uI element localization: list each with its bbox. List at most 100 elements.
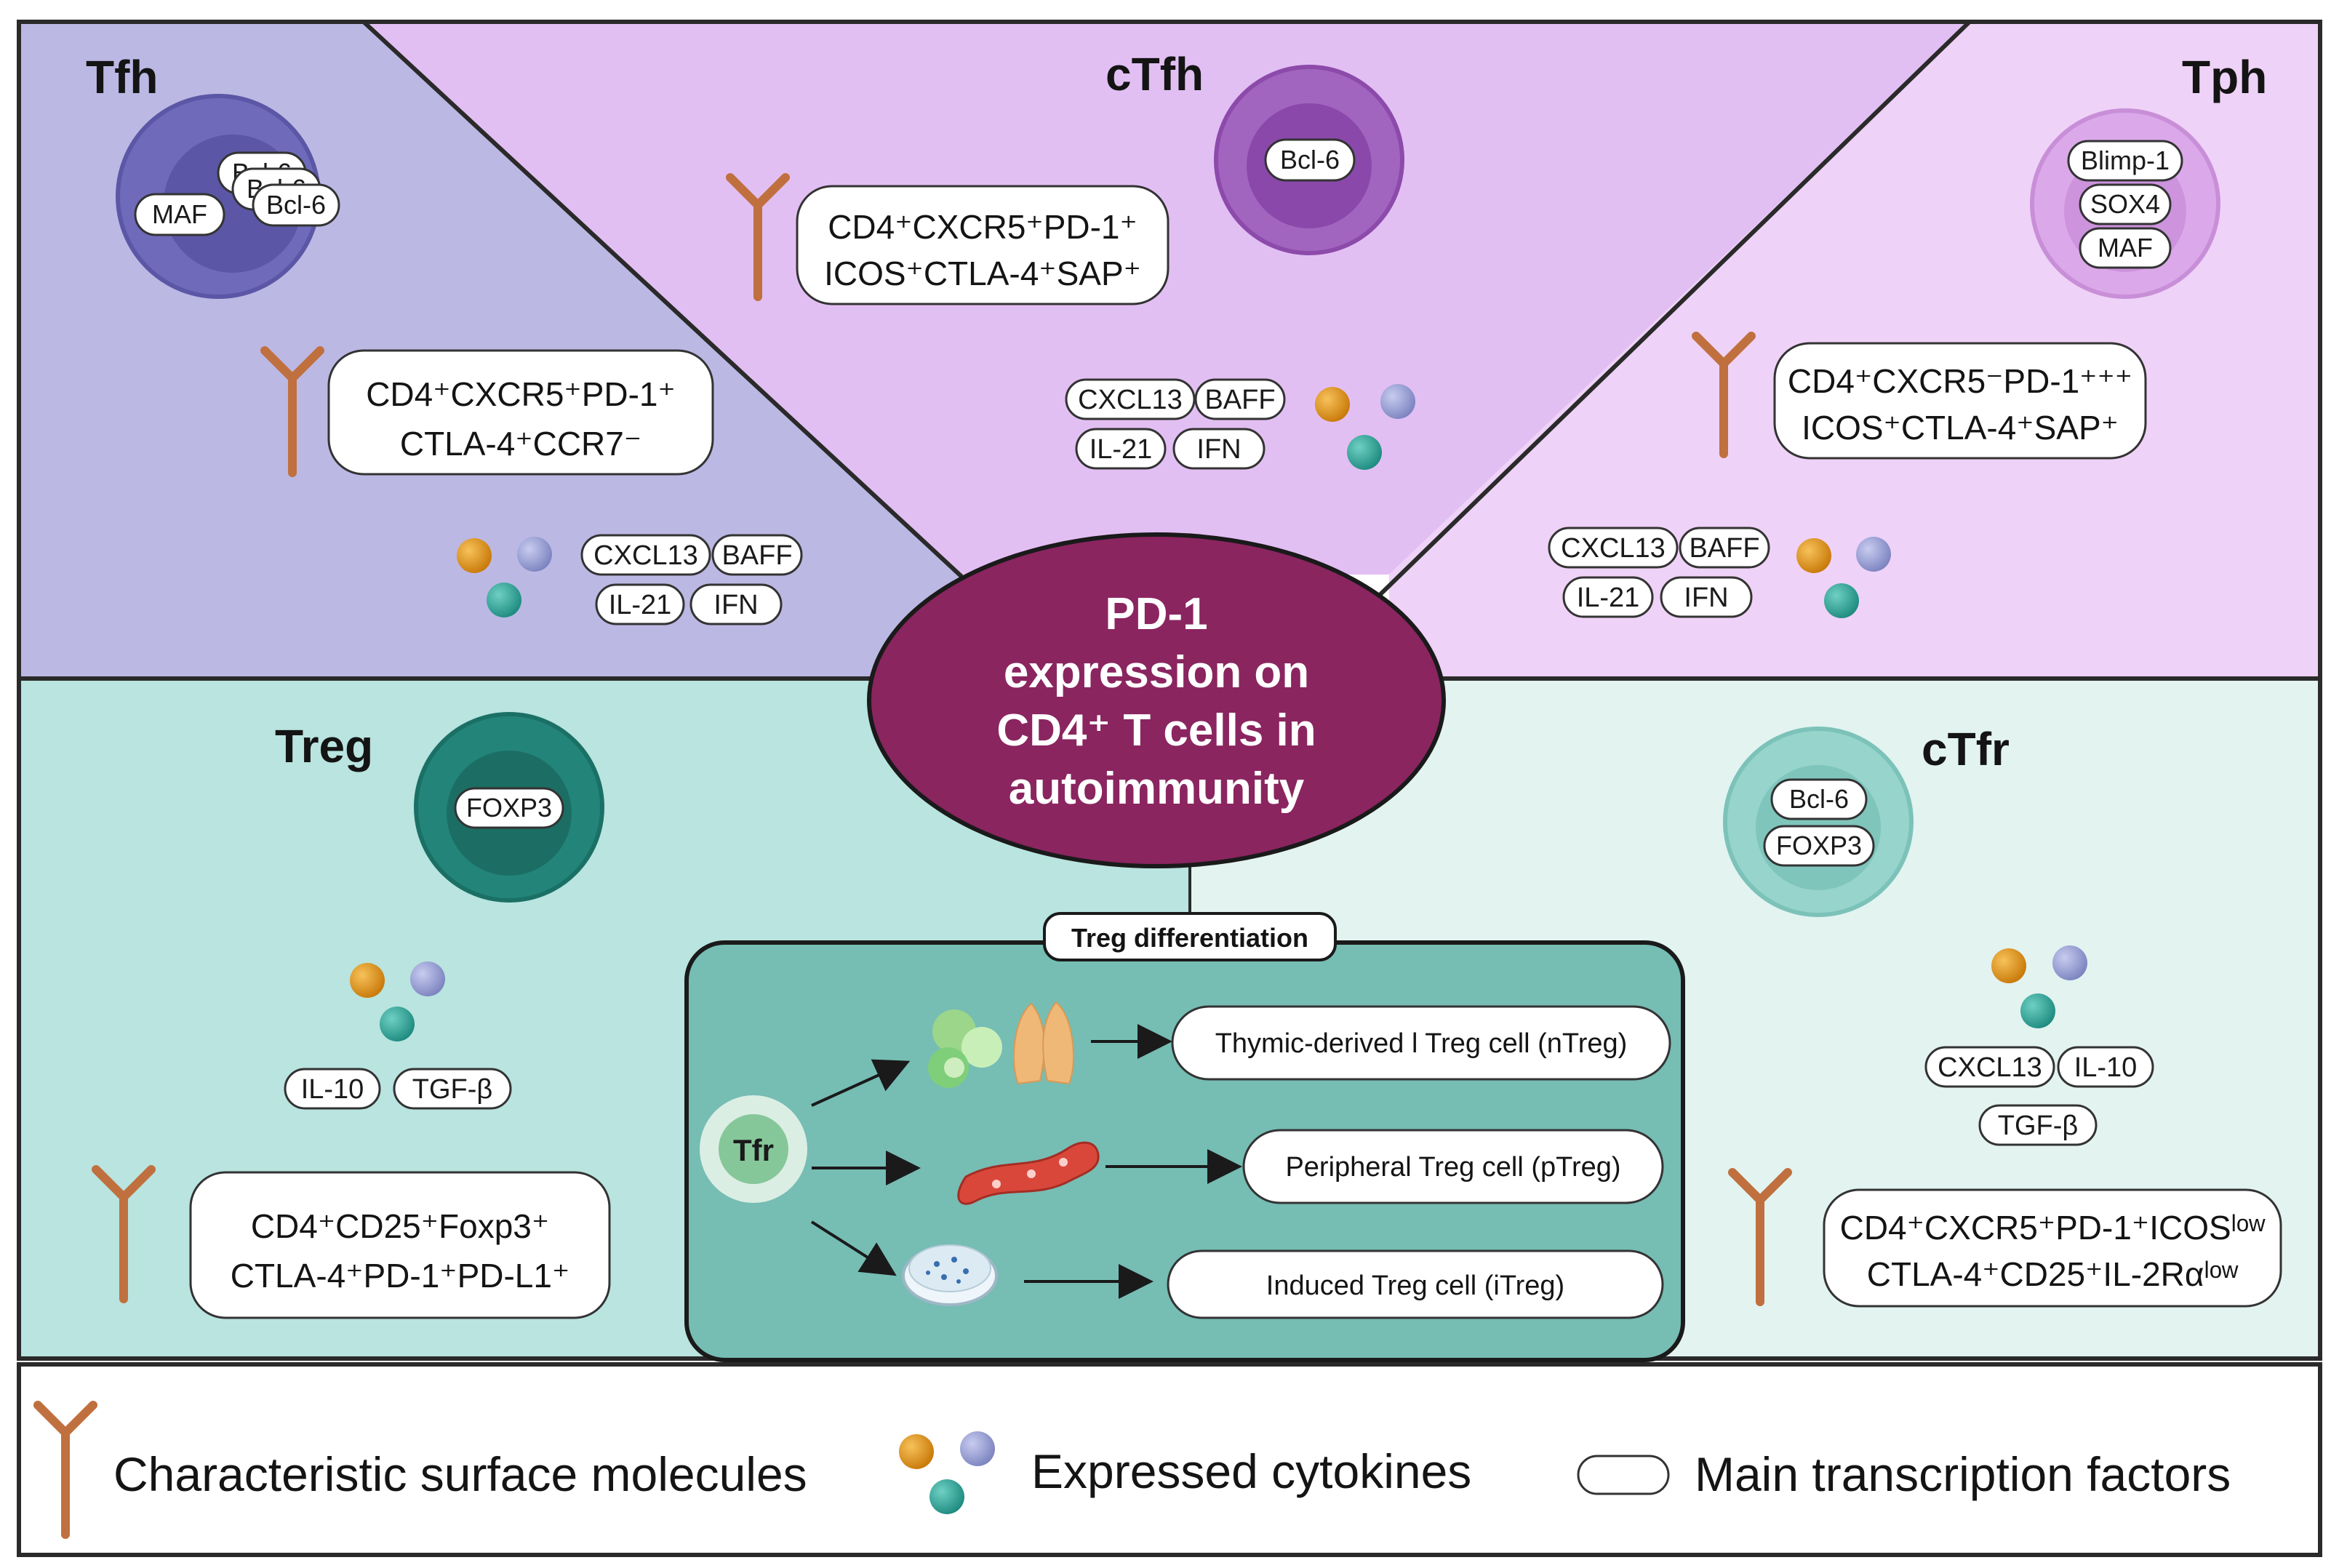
cytokine-pill: CXCL13 <box>1924 1046 2055 1088</box>
svg-text:TGF-β: TGF-β <box>1998 1111 2079 1141</box>
ctfh-section: cTfh Bcl-6 CD4⁺CXCR5⁺PD-1⁺ ICOS⁺CTLA-4⁺S… <box>726 48 1415 470</box>
svg-text:CD4⁺CXCR5⁻PD-1⁺⁺⁺: CD4⁺CXCR5⁻PD-1⁺⁺⁺ <box>1788 362 2132 400</box>
differentiation-title: Treg differentiation <box>1071 923 1308 953</box>
legend-tfs-label: Main transcription factors <box>1695 1447 2231 1501</box>
ctfh-title: cTfh <box>1105 48 1204 100</box>
output-ptreg: Peripheral Treg cell (pTreg) <box>1242 1129 1664 1204</box>
cytokine-pill: CXCL13 <box>1065 378 1196 420</box>
svg-text:IFN: IFN <box>713 590 758 620</box>
cell-icon <box>1723 727 1914 917</box>
center-line-4: autoimmunity <box>1009 764 1305 814</box>
petri-dish-icon <box>902 1244 998 1306</box>
svg-text:CXCL13: CXCL13 <box>593 540 698 571</box>
legend: Characteristic surface molecules Express… <box>17 1362 2322 1557</box>
cytokine-dots-icon <box>1796 537 1891 618</box>
cytokine-pill: CXCL13 <box>1548 527 1679 569</box>
cytokine-dots-icon <box>457 537 552 617</box>
cytokine-pill: IFN <box>1172 428 1266 470</box>
svg-text:IL-10: IL-10 <box>2074 1052 2138 1083</box>
ctfh-region <box>364 22 1970 575</box>
svg-text:Blimp-1: Blimp-1 <box>2081 145 2170 175</box>
svg-text:FOXP3: FOXP3 <box>466 793 552 823</box>
cytokine-dots-icon <box>899 1431 995 1514</box>
legend-surface-label: Characteristic surface molecules <box>113 1447 807 1501</box>
svg-text:CXCL13: CXCL13 <box>1938 1052 2042 1083</box>
antibody-icon <box>33 1401 97 1539</box>
tf-pill: Bcl-6 <box>1264 138 1356 182</box>
svg-text:Bcl-6: Bcl-6 <box>266 190 326 220</box>
tfh-section: Tfh Bcl-6 Bcl-6 Bcl-6 MAF CD4⁺CXCR5 <box>86 51 803 625</box>
svg-text:ICOS⁺CTLA-4⁺SAP⁺: ICOS⁺CTLA-4⁺SAP⁺ <box>1802 409 2119 447</box>
tf-pill: MAF <box>134 193 225 236</box>
center-line-1: PD-1 <box>1105 589 1207 639</box>
svg-text:Thymic-derived l Treg cell (nT: Thymic-derived l Treg cell (nTreg) <box>1215 1028 1628 1059</box>
svg-text:IFN: IFN <box>1196 434 1241 465</box>
svg-text:MAF: MAF <box>2098 233 2153 263</box>
svg-text:CTLA-4⁺CD25⁺IL-2Rαˡᵒʷ: CTLA-4⁺CD25⁺IL-2Rαˡᵒʷ <box>1867 1255 2239 1293</box>
svg-text:IFN: IFN <box>1684 583 1728 613</box>
ctfr-section: cTfr Bcl-6 FOXP3 CXCL13 IL-10 TGF-β CD4⁺… <box>1723 723 2282 1308</box>
svg-text:IL-21: IL-21 <box>609 590 672 620</box>
tph-section: Tph Blimp-1 SOX4 MAF CD4⁺CXCR5⁻PD-1⁺⁺⁺ I… <box>1548 51 2267 618</box>
output-itreg: Induced Treg cell (iTreg) <box>1167 1249 1664 1319</box>
svg-text:Induced Treg cell (iTreg): Induced Treg cell (iTreg) <box>1266 1271 1564 1301</box>
tfr-cell: Tfr <box>700 1095 807 1203</box>
svg-text:CD4⁺CXCR5⁺PD-1⁺: CD4⁺CXCR5⁺PD-1⁺ <box>828 208 1137 246</box>
thymus-icon <box>928 1001 1074 1088</box>
svg-text:BAFF: BAFF <box>1689 533 1759 564</box>
svg-text:CTLA-4⁺CCR7⁻: CTLA-4⁺CCR7⁻ <box>400 425 641 463</box>
treg-title: Treg <box>275 720 373 772</box>
cytokine-dots-icon <box>350 961 445 1041</box>
tf-pill: MAF <box>2079 227 2172 269</box>
svg-text:Bcl-6: Bcl-6 <box>1789 784 1849 814</box>
tph-title: Tph <box>2182 51 2267 103</box>
svg-text:IL-21: IL-21 <box>1577 583 1640 613</box>
tf-pill: FOXP3 <box>1763 825 1875 867</box>
svg-text:BAFF: BAFF <box>721 540 792 571</box>
cytokine-dots-icon <box>1991 945 2087 1028</box>
svg-text:BAFF: BAFF <box>1204 385 1275 415</box>
antibody-icon <box>1692 332 1756 458</box>
cytokine-pill: IL-10 <box>284 1068 381 1110</box>
tf-pill-legend-icon <box>1577 1455 1670 1495</box>
output-ntreg: Thymic-derived l Treg cell (nTreg) <box>1171 1005 1671 1081</box>
antibody-icon <box>260 346 324 477</box>
cytokine-pill: IFN <box>689 583 783 625</box>
cytokine-pill: IL-10 <box>2057 1046 2154 1088</box>
surface-marker-box: CD4⁺CXCR5⁺PD-1⁺ CTLA-4⁺CCR7⁻ <box>327 349 714 476</box>
svg-text:CTLA-4⁺PD-1⁺PD-L1⁺: CTLA-4⁺PD-1⁺PD-L1⁺ <box>231 1257 570 1295</box>
surface-marker-box: CD4⁺CXCR5⁺PD-1⁺ ICOS⁺CTLA-4⁺SAP⁺ <box>796 185 1170 305</box>
cytokine-dots-icon <box>1315 384 1415 470</box>
cytokine-pill: CXCL13 <box>580 534 711 576</box>
tf-pill: SOX4 <box>2079 183 2172 225</box>
antibody-icon <box>1728 1168 1792 1306</box>
tf-pill: Blimp-1 <box>2067 140 2183 182</box>
cytokine-pill: IFN <box>1660 576 1753 618</box>
treg-section: Treg FOXP3 IL-10 TGF-β CD4⁺CD25⁺Foxp3⁺ C… <box>92 712 611 1319</box>
center-ellipse: PD-1 expression on CD4⁺ T cells in autoi… <box>867 532 1446 868</box>
svg-text:Tfr: Tfr <box>733 1133 774 1167</box>
ctfr-title: cTfr <box>1922 723 2010 775</box>
surface-marker-box: CD4⁺CXCR5⁺PD-1⁺ICOSˡᵒʷ CTLA-4⁺CD25⁺IL-2R… <box>1823 1188 2282 1308</box>
svg-text:FOXP3: FOXP3 <box>1776 831 1862 860</box>
cytokine-pill: BAFF <box>711 534 803 576</box>
cell-icon <box>116 94 321 299</box>
surface-marker-box: CD4⁺CXCR5⁻PD-1⁺⁺⁺ ICOS⁺CTLA-4⁺SAP⁺ <box>1773 342 2147 460</box>
cytokine-pill: BAFF <box>1679 527 1770 569</box>
svg-text:CD4⁺CD25⁺Foxp3⁺: CD4⁺CD25⁺Foxp3⁺ <box>251 1207 549 1245</box>
svg-text:ICOS⁺CTLA-4⁺SAP⁺: ICOS⁺CTLA-4⁺SAP⁺ <box>824 255 1141 292</box>
svg-text:MAF: MAF <box>152 199 207 229</box>
cytokine-pill: TGF-β <box>1978 1104 2098 1146</box>
blood-vessel-icon <box>957 1141 1100 1205</box>
differentiation-panel: Treg differentiation Tfr <box>684 912 1685 1362</box>
legend-cytokines-label: Expressed cytokines <box>1031 1444 1471 1498</box>
center-line-3: CD4⁺ T cells in <box>996 705 1316 756</box>
svg-text:SOX4: SOX4 <box>2090 189 2160 219</box>
svg-text:Bcl-6: Bcl-6 <box>1280 145 1340 175</box>
tf-pill: Bcl-6 <box>1770 778 1868 820</box>
svg-text:IL-21: IL-21 <box>1089 434 1153 465</box>
surface-marker-box: CD4⁺CD25⁺Foxp3⁺ CTLA-4⁺PD-1⁺PD-L1⁺ <box>189 1171 611 1319</box>
center-line-2: expression on <box>1004 647 1309 697</box>
svg-text:Peripheral Treg cell (pTreg): Peripheral Treg cell (pTreg) <box>1285 1152 1620 1183</box>
